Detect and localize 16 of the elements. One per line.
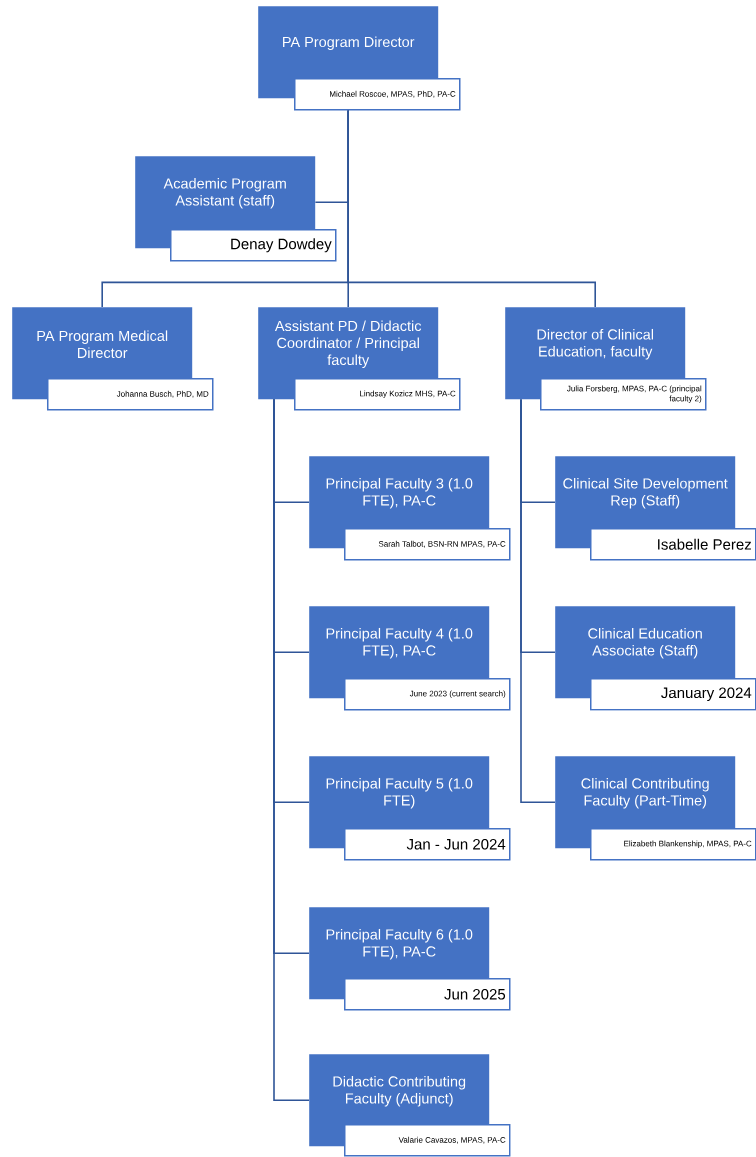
name-box: Valarie Cavazos, MPAS, PA-C [344,1124,511,1157]
connector-line [273,398,310,1101]
name-box: Michael Roscoe, MPAS, PhD, PA-C [294,78,461,111]
name-box: Jan - Jun 2024 [344,828,511,861]
name-box: Johanna Busch, PhD, MD [47,378,214,411]
connector-line [347,109,596,308]
name-box: January 2024 [590,678,756,711]
connector-line [520,398,556,803]
name-box: Jun 2025 [344,978,511,1011]
name-box: Lindsay Kozicz MHS, PA-C [294,378,461,411]
name-box: June 2023 (current search) [344,678,511,711]
name-box: Isabelle Perez [590,528,756,561]
name-box: Elizabeth Blankenship, MPAS, PA-C [590,828,756,861]
name-box: Sarah Talbot, BSN-RN MPAS, PA-C [344,528,511,561]
name-box: Denay Dowdey [170,229,337,262]
name-box: Julia Forsberg, MPAS, PA-C (principal faculty 2) [540,378,707,411]
